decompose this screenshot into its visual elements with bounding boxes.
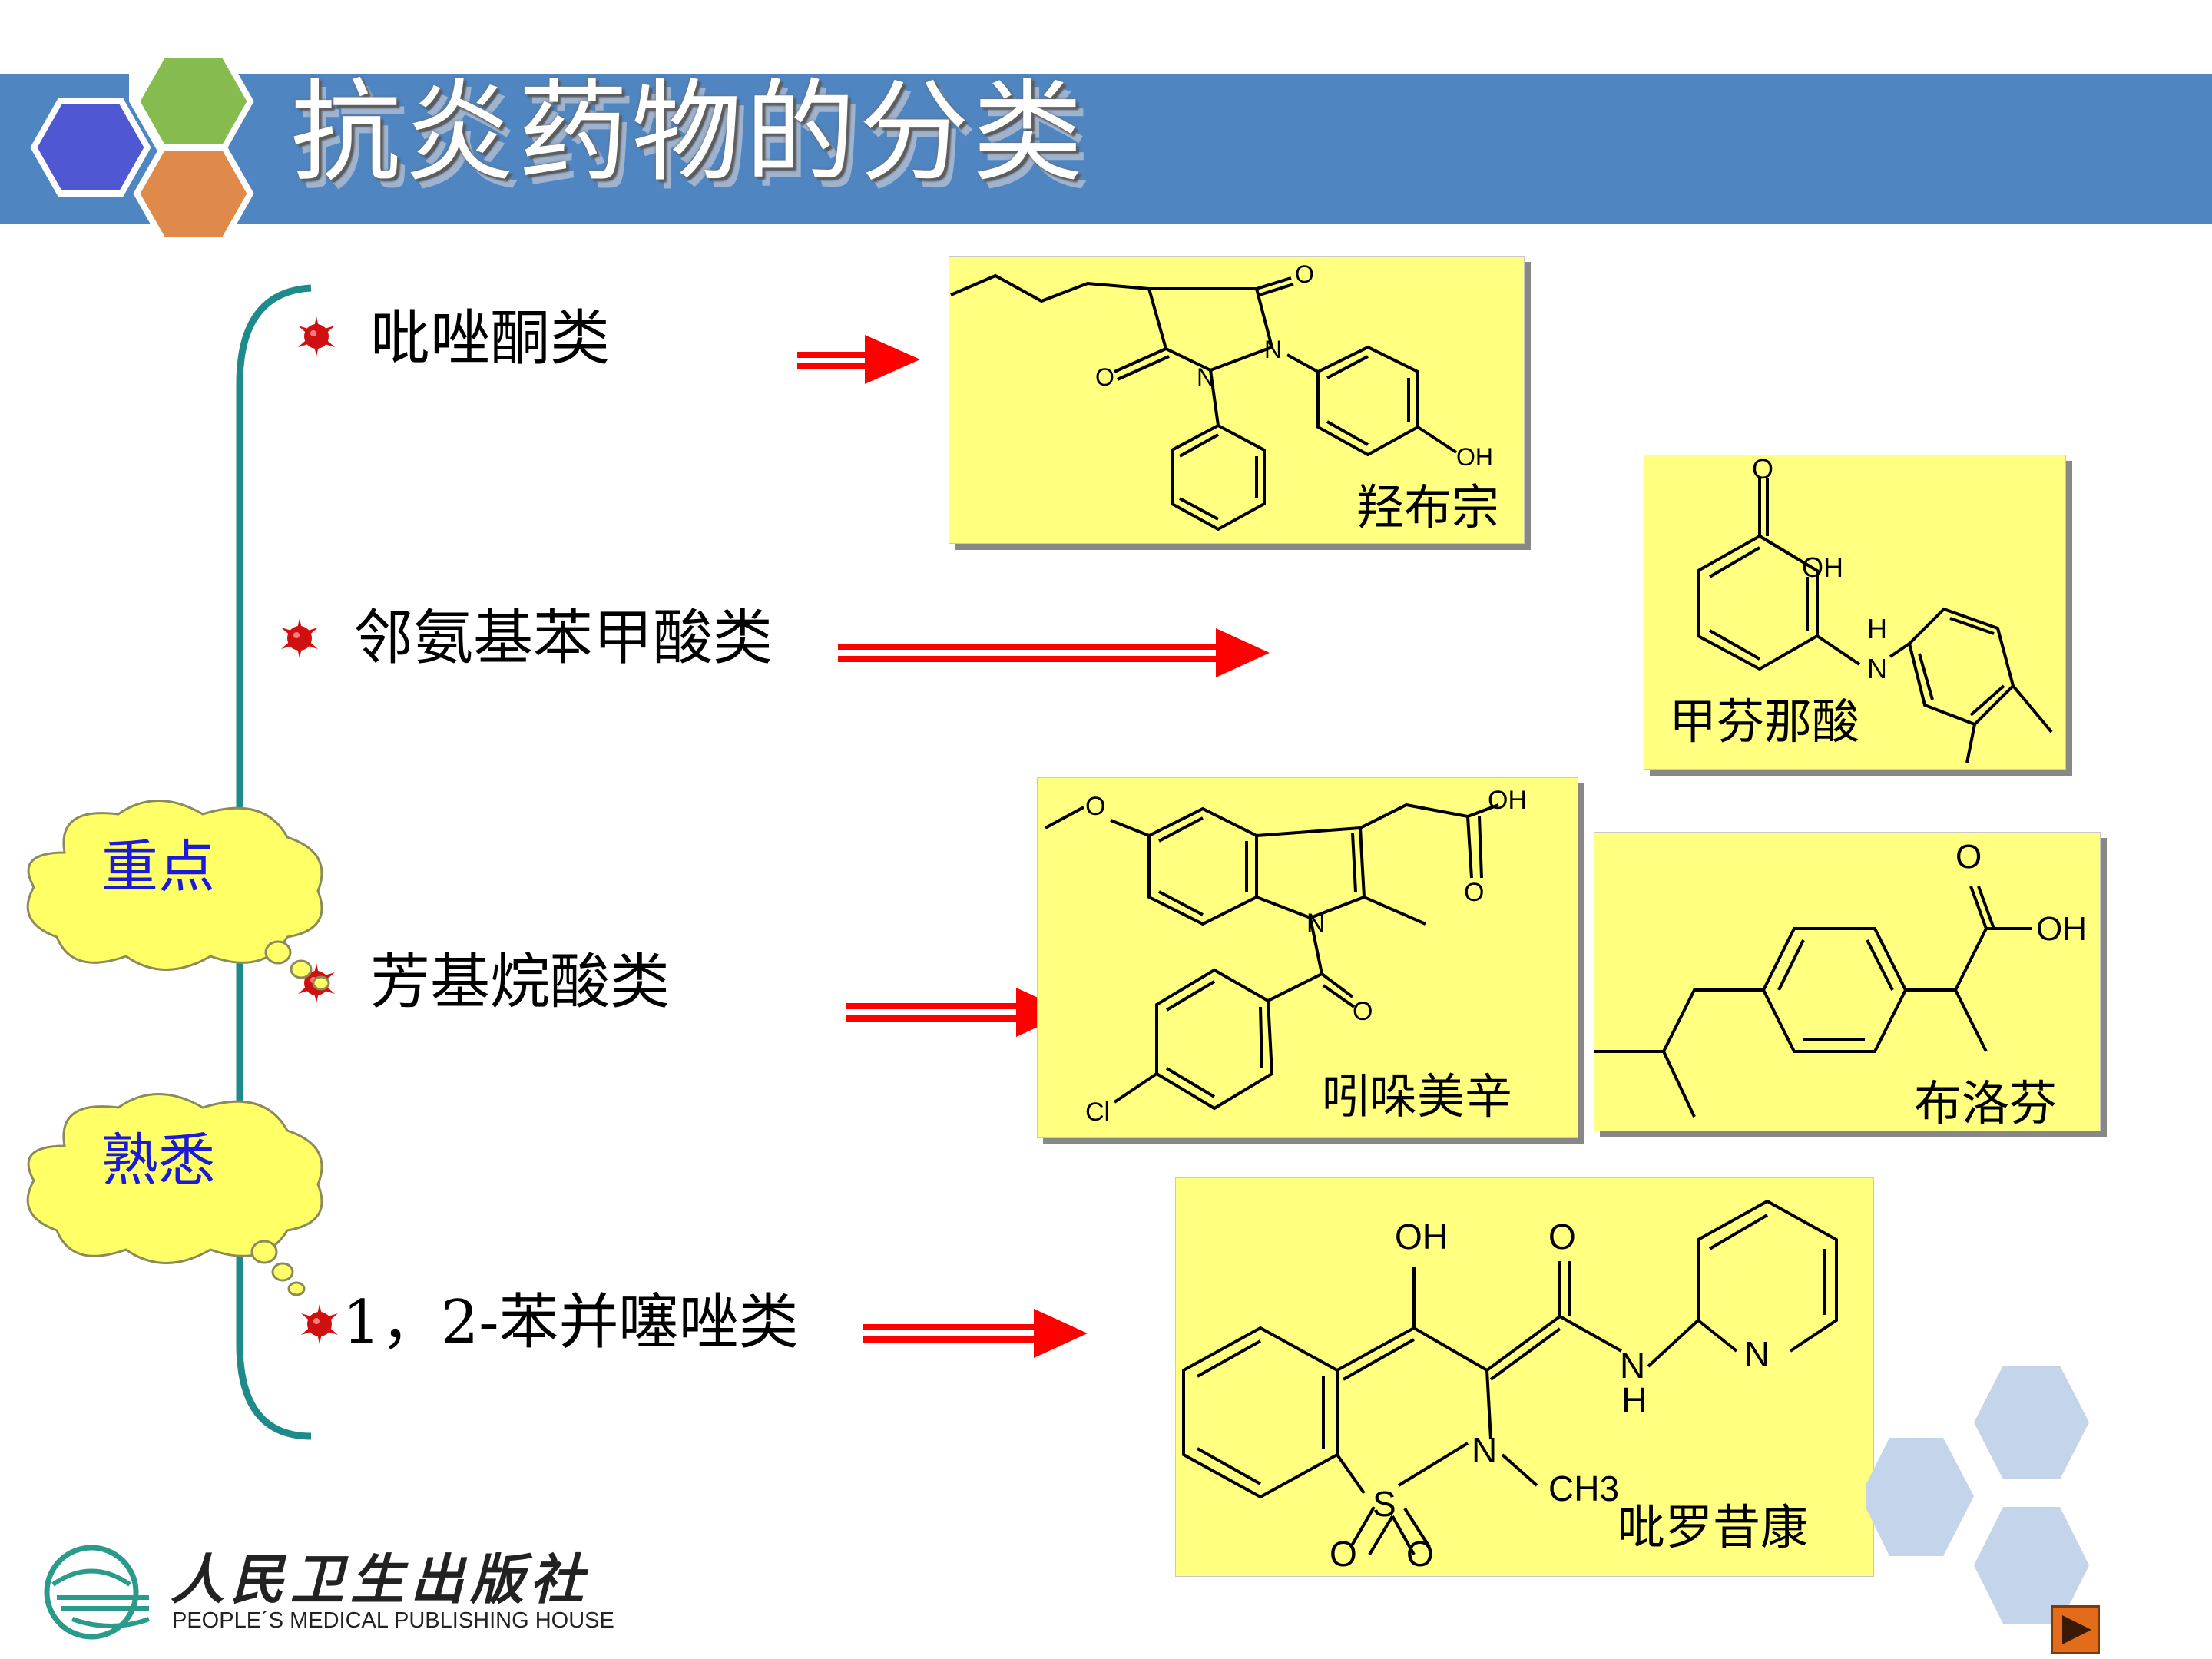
hexagon-logo-icon bbox=[30, 48, 254, 243]
svg-text:O: O bbox=[1752, 455, 1773, 485]
red-star-burst-icon bbox=[281, 618, 318, 658]
svg-text:N: N bbox=[1306, 909, 1326, 938]
svg-text:O: O bbox=[1295, 260, 1314, 288]
cloud-key-point-text: 重点 bbox=[101, 834, 215, 900]
structure-ibuprofen: O OH bbox=[1594, 838, 2087, 1118]
svg-text:H: H bbox=[1867, 613, 1887, 644]
structure-mefenamic-acid: O OH N H bbox=[1697, 455, 2053, 763]
play-triangle-icon bbox=[2062, 1615, 2091, 1644]
drug-name-ibuprofen: 布洛芬 bbox=[1914, 1075, 2058, 1131]
arrow-4 bbox=[863, 1309, 1088, 1358]
svg-text:S: S bbox=[1373, 1484, 1396, 1524]
publisher-name-cn: 人民卫生出版社 bbox=[171, 1548, 590, 1611]
svg-text:O: O bbox=[1095, 363, 1114, 391]
svg-text:O: O bbox=[1955, 838, 1982, 876]
svg-text:N: N bbox=[1197, 363, 1214, 391]
arrow-2 bbox=[838, 628, 1270, 677]
svg-text:N: N bbox=[1867, 653, 1887, 684]
cloud-familiar bbox=[26, 1093, 323, 1296]
cloud-familiar-text: 熟悉 bbox=[101, 1128, 215, 1194]
drug-name-mefenamic-acid: 甲芬那酸 bbox=[1669, 694, 1860, 750]
svg-text:O: O bbox=[1353, 997, 1373, 1026]
cloud-key-point bbox=[26, 800, 330, 991]
svg-text:O: O bbox=[1406, 1534, 1434, 1574]
structure-box-piroxicam: OH O N H N N S O O CH3 吡罗昔康 bbox=[1175, 1177, 1874, 1577]
structure-indometacin: O N O Cl OH O bbox=[1045, 786, 1527, 1127]
svg-text:OH: OH bbox=[1488, 786, 1527, 815]
structure-box-ibuprofen: O OH 布洛芬 bbox=[1594, 832, 2101, 1131]
red-star-burst-icon bbox=[301, 1304, 338, 1344]
drug-name-oxyphenbutazone: 羟布宗 bbox=[1356, 479, 1500, 535]
publisher-name-en: PEOPLE´S MEDICAL PUBLISHING HOUSE bbox=[172, 1608, 614, 1633]
red-star-burst-icon bbox=[298, 316, 335, 356]
svg-text:O: O bbox=[1464, 878, 1484, 907]
structure-box-oxyphenbutazone: O N N O OH 羟布宗 bbox=[949, 256, 1525, 544]
svg-text:O: O bbox=[1085, 792, 1105, 821]
svg-text:N: N bbox=[1620, 1346, 1645, 1386]
title-bar bbox=[0, 74, 2212, 224]
structure-box-indometacin: O N O Cl OH O 吲哚美辛 bbox=[1037, 777, 1578, 1138]
svg-text:CH3: CH3 bbox=[1548, 1469, 1619, 1508]
arrow-1 bbox=[797, 335, 920, 384]
decorative-hexagons bbox=[1866, 1366, 2089, 1624]
title-shadow: 抗炎药物的分类 bbox=[298, 77, 1094, 206]
svg-text:O: O bbox=[1548, 1217, 1576, 1257]
svg-text:N: N bbox=[1264, 336, 1282, 363]
svg-text:OH: OH bbox=[1456, 443, 1493, 471]
category-label-arylalkanoic: 芳基烷酸类 bbox=[370, 948, 671, 1017]
svg-text:O: O bbox=[1330, 1534, 1357, 1574]
next-slide-button[interactable] bbox=[2051, 1605, 2100, 1654]
category-label-pyrazolone: 吡唑酮类 bbox=[370, 304, 611, 373]
category-label-anthranilic: 邻氨基苯甲酸类 bbox=[353, 604, 773, 673]
page-title: 抗炎药物的分类 bbox=[290, 68, 1087, 197]
svg-text:H: H bbox=[1621, 1380, 1647, 1420]
structure-oxyphenbutazone: O N N O OH bbox=[950, 260, 1493, 531]
category-label-benzothiazine: 1，2-苯并噻唑类 bbox=[343, 1288, 799, 1357]
publisher-logo-icon bbox=[44, 1545, 151, 1640]
svg-text:N: N bbox=[1472, 1430, 1497, 1470]
structure-piroxicam: OH O N H N N S O O CH3 bbox=[1182, 1199, 1838, 1574]
drug-name-piroxicam: 吡罗昔康 bbox=[1618, 1499, 1809, 1555]
svg-text:OH: OH bbox=[2036, 910, 2087, 948]
svg-text:N: N bbox=[1744, 1334, 1770, 1374]
svg-text:Cl: Cl bbox=[1085, 1098, 1110, 1127]
svg-text:OH: OH bbox=[1395, 1217, 1448, 1257]
structure-box-mefenamic-acid: O OH N H 甲芬那酸 bbox=[1644, 455, 2066, 770]
drug-name-indometacin: 吲哚美辛 bbox=[1322, 1068, 1513, 1124]
svg-text:OH: OH bbox=[1802, 551, 1843, 583]
